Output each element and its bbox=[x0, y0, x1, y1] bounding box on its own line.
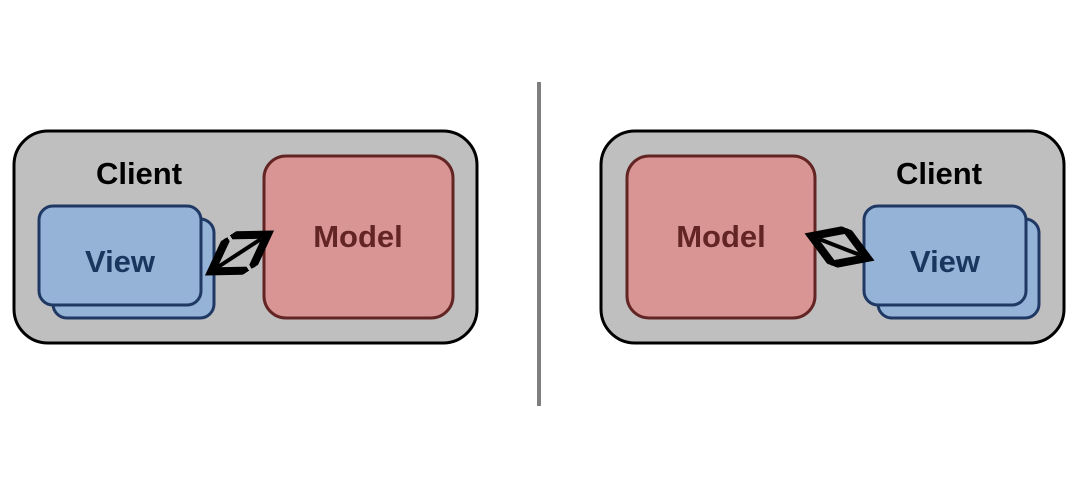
right-view-label: View bbox=[910, 244, 981, 279]
left-model-label: Model bbox=[313, 219, 403, 254]
right-double-arrow-icon bbox=[819, 239, 860, 255]
left-view-label: View bbox=[85, 244, 156, 279]
right-client-label: Client bbox=[896, 156, 982, 191]
right-model-label: Model bbox=[676, 219, 766, 254]
left-client-label: Client bbox=[96, 156, 182, 191]
left-view-front bbox=[37, 204, 203, 307]
left-panel: Client View Model bbox=[12, 129, 479, 345]
right-panel: Client Model View bbox=[599, 129, 1066, 345]
left-double-arrow-icon bbox=[218, 239, 261, 267]
